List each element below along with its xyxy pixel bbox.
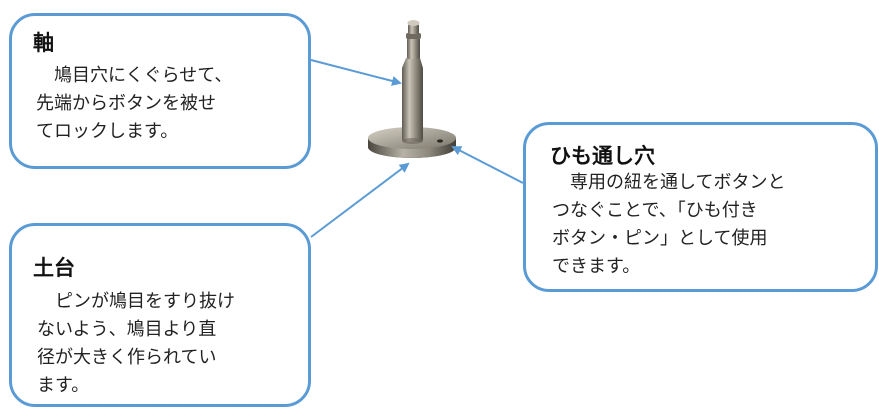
base-callout-title: 土台 [33, 256, 75, 280]
base-callout: 土台 ピンが鳩目をすり抜け ないよう、鳩目より直 径が大きく作られてい ます。 [9, 223, 311, 407]
base-plate [368, 127, 456, 158]
hole-callout-title: ひも通し穴 [550, 144, 655, 168]
axis-callout-title: 軸 [33, 31, 54, 55]
string-hole-mark [437, 139, 443, 143]
axis-callout-body: 鳩目穴にくぐらせて、 先端からボタンを被せ てロックします。 [36, 65, 233, 142]
base-callout-body: ピンが鳩目をすり抜け ないよう、鳩目より直 径が大きく作られてい ます。 [37, 291, 235, 396]
axis-arrow [310, 59, 402, 86]
hole-callout: ひも通し穴 専用の紐を通してボタンと つなぐことで、「ひも付き ボタン・ピン」と… [523, 122, 878, 292]
hole-callout-body: 専用の紐を通してボタンと つなぐことで、「ひも付き ボタン・ピン」として使用 で… [552, 172, 786, 277]
hole-arrow [451, 146, 524, 184]
shaft [402, 20, 423, 144]
axis-callout: 軸 鳩目穴にくぐらせて、 先端からボタンを被せ てロックします。 [9, 13, 311, 169]
base-arrow [310, 162, 410, 238]
